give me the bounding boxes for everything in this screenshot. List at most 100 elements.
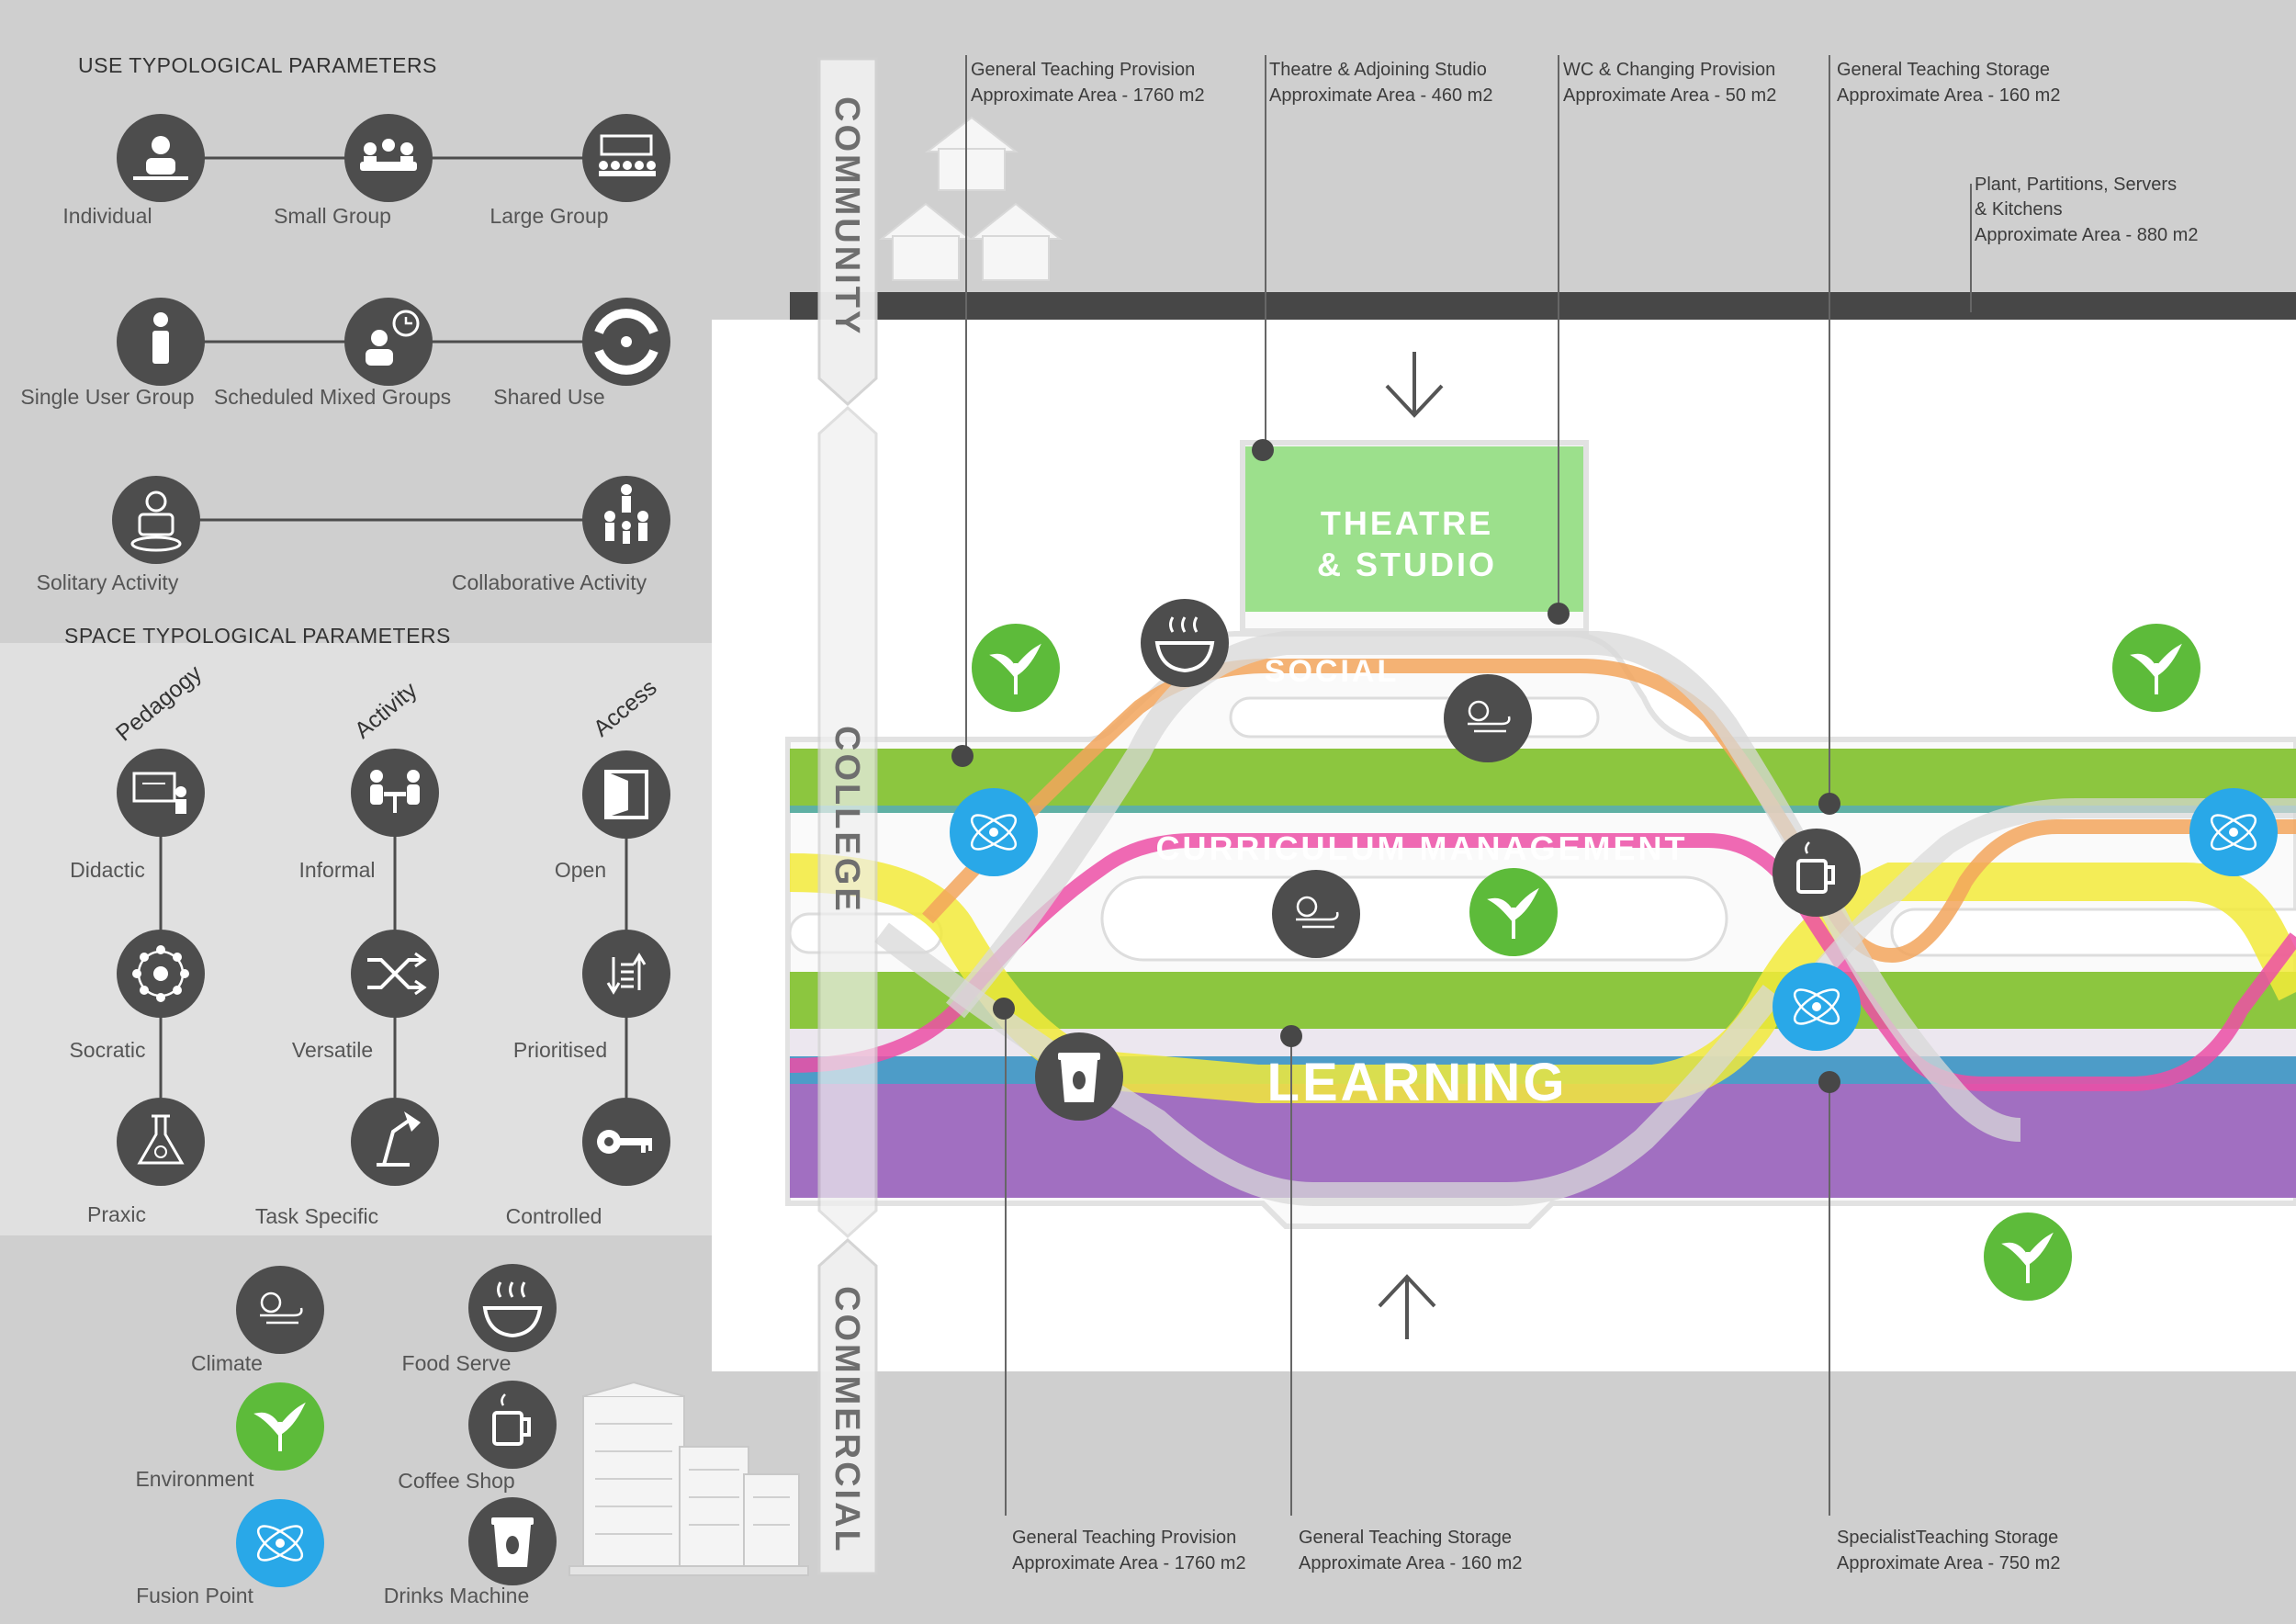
leader-lines xyxy=(965,55,1972,1516)
court-upper xyxy=(1229,696,1600,739)
collaborative-activity-icon xyxy=(582,476,670,564)
annotation-plant-line3: Approximate Area - 880 m2 xyxy=(1975,225,2198,245)
food-serve-label: Food Serve xyxy=(402,1351,512,1375)
arrow-down-icon xyxy=(1385,352,1444,418)
annotation-top-3-line1: WC & Changing Provision xyxy=(1563,60,1775,80)
coffee-shop-icon-plan xyxy=(1773,829,1861,917)
marker-dot xyxy=(1252,439,1274,461)
social-label: SOCIAL xyxy=(1265,654,1399,689)
environment-icon xyxy=(236,1382,324,1471)
environment-icon-4 xyxy=(1984,1212,2072,1301)
versatile-icon xyxy=(351,930,439,1018)
marker-dot xyxy=(951,745,974,767)
task-specific-icon xyxy=(351,1098,439,1186)
climate-icon xyxy=(236,1266,324,1354)
curriculum-label: CURRICULUM MANAGEMENT xyxy=(1156,829,1688,867)
court-middle xyxy=(1100,875,1728,962)
shared-use-label: Shared Use xyxy=(493,385,604,409)
theatre-label-2: & STUDIO xyxy=(1317,546,1497,583)
annotation-bottom-2-line1: General Teaching Storage xyxy=(1299,1528,1512,1548)
individual-label: Individual xyxy=(62,204,152,228)
annotation-plant-line2: & Kitchens xyxy=(1975,199,2063,220)
annotation-bottom-3-line1: SpecialistTeaching Storage xyxy=(1837,1528,2058,1548)
annotation-bottom-1-line1: General Teaching Provision xyxy=(1012,1528,1236,1548)
solitary-activity-icon xyxy=(112,476,200,564)
annotation-bottom-2-line2: Approximate Area - 160 m2 xyxy=(1299,1553,1522,1573)
drinks-machine-icon-plan xyxy=(1035,1032,1123,1121)
versatile-label: Versatile xyxy=(292,1038,373,1062)
grey-route-c xyxy=(1810,798,2296,981)
individual-icon xyxy=(117,114,205,202)
drinks-machine-label: Drinks Machine xyxy=(384,1584,530,1607)
marker-dot xyxy=(1818,1071,1840,1093)
annotation-top-3-line2: Approximate Area - 50 m2 xyxy=(1563,85,1776,106)
environment-label: Environment xyxy=(135,1467,254,1491)
solitary-activity-label: Solitary Activity xyxy=(37,570,179,594)
coffee-shop-icon xyxy=(468,1381,557,1469)
learning-label: LEARNING xyxy=(1267,1053,1568,1112)
single-user-label: Single User Group xyxy=(20,385,194,409)
college-zone-label: COLLEGE xyxy=(827,726,866,914)
annotation-top-4-line1: General Teaching Storage xyxy=(1837,60,2050,80)
annotation-bottom-3-line2: Approximate Area - 750 m2 xyxy=(1837,1553,2060,1573)
single-user-icon xyxy=(117,298,205,386)
shared-use-icon xyxy=(582,298,670,386)
space-params-title: SPACE TYPOLOGICAL PARAMETERS xyxy=(64,624,451,648)
zone-spine xyxy=(817,57,878,1575)
grey-route-a xyxy=(946,631,2021,1142)
environment-icon-1 xyxy=(972,624,1060,712)
fusion-point-icon-3 xyxy=(2189,788,2278,876)
boundary-bar xyxy=(790,292,2296,320)
climate-icon-2 xyxy=(1272,870,1360,958)
annotation-top-2-line1: Theatre & Adjoining Studio xyxy=(1269,60,1487,80)
prioritised-icon xyxy=(582,930,670,1018)
community-houses-icon xyxy=(879,116,1063,281)
socratic-icon xyxy=(117,930,205,1018)
prioritised-label: Prioritised xyxy=(513,1038,607,1062)
marker-dot xyxy=(993,998,1015,1020)
open-label: Open xyxy=(555,858,606,882)
arrow-up-icon xyxy=(1378,1274,1436,1339)
commercial-buildings-icon xyxy=(568,1381,809,1576)
small-group-icon xyxy=(344,114,433,202)
marker-dot xyxy=(1548,603,1570,625)
environment-icon-3 xyxy=(1469,868,1558,956)
task-specific-label: Task Specific xyxy=(255,1204,378,1228)
scheduled-group-icon xyxy=(344,298,433,386)
use-params-title: USE TYPOLOGICAL PARAMETERS xyxy=(78,53,437,77)
climate-label: Climate xyxy=(191,1351,263,1375)
praxic-label: Praxic xyxy=(87,1202,146,1226)
fusion-point-label: Fusion Point xyxy=(136,1584,253,1607)
didactic-icon xyxy=(117,749,205,837)
socratic-label: Socratic xyxy=(69,1038,145,1062)
controlled-label: Controlled xyxy=(506,1204,602,1228)
coffee-shop-label: Coffee Shop xyxy=(398,1469,514,1493)
annotation-top-2-line2: Approximate Area - 460 m2 xyxy=(1269,85,1492,106)
teal-strip-upper xyxy=(790,806,2296,813)
environment-icon-2 xyxy=(2112,624,2200,712)
food-serve-icon-plan xyxy=(1141,599,1229,687)
collaborative-activity-label: Collaborative Activity xyxy=(452,570,647,594)
theatre-label-1: THEATRE xyxy=(1321,504,1493,542)
climate-icon-1 xyxy=(1444,674,1532,762)
commercial-zone-label: COMMERCIAL xyxy=(827,1286,866,1554)
scheduled-mixed-label: Scheduled Mixed Groups xyxy=(214,385,451,409)
annotation-bottom-1-line2: Approximate Area - 1760 m2 xyxy=(1012,1553,1246,1573)
large-group-icon xyxy=(582,114,670,202)
fusion-point-icon-1 xyxy=(950,788,1038,876)
controlled-key-icon xyxy=(582,1098,670,1186)
large-group-label: Large Group xyxy=(490,204,608,228)
marker-dot xyxy=(1818,793,1840,815)
marker-dot xyxy=(1280,1025,1302,1047)
drinks-machine-icon xyxy=(468,1497,557,1585)
annotation-plant-line1: Plant, Partitions, Servers xyxy=(1975,175,2177,195)
community-zone-label: COMMUNITY xyxy=(827,96,866,336)
annotation-top-1-line2: Approximate Area - 1760 m2 xyxy=(971,85,1205,106)
fusion-point-icon-2 xyxy=(1773,963,1861,1051)
annotation-top-4-line2: Approximate Area - 160 m2 xyxy=(1837,85,2060,106)
didactic-label: Didactic xyxy=(70,858,145,882)
informal-icon xyxy=(351,749,439,837)
open-door-icon xyxy=(582,750,670,839)
praxic-icon xyxy=(117,1098,205,1186)
